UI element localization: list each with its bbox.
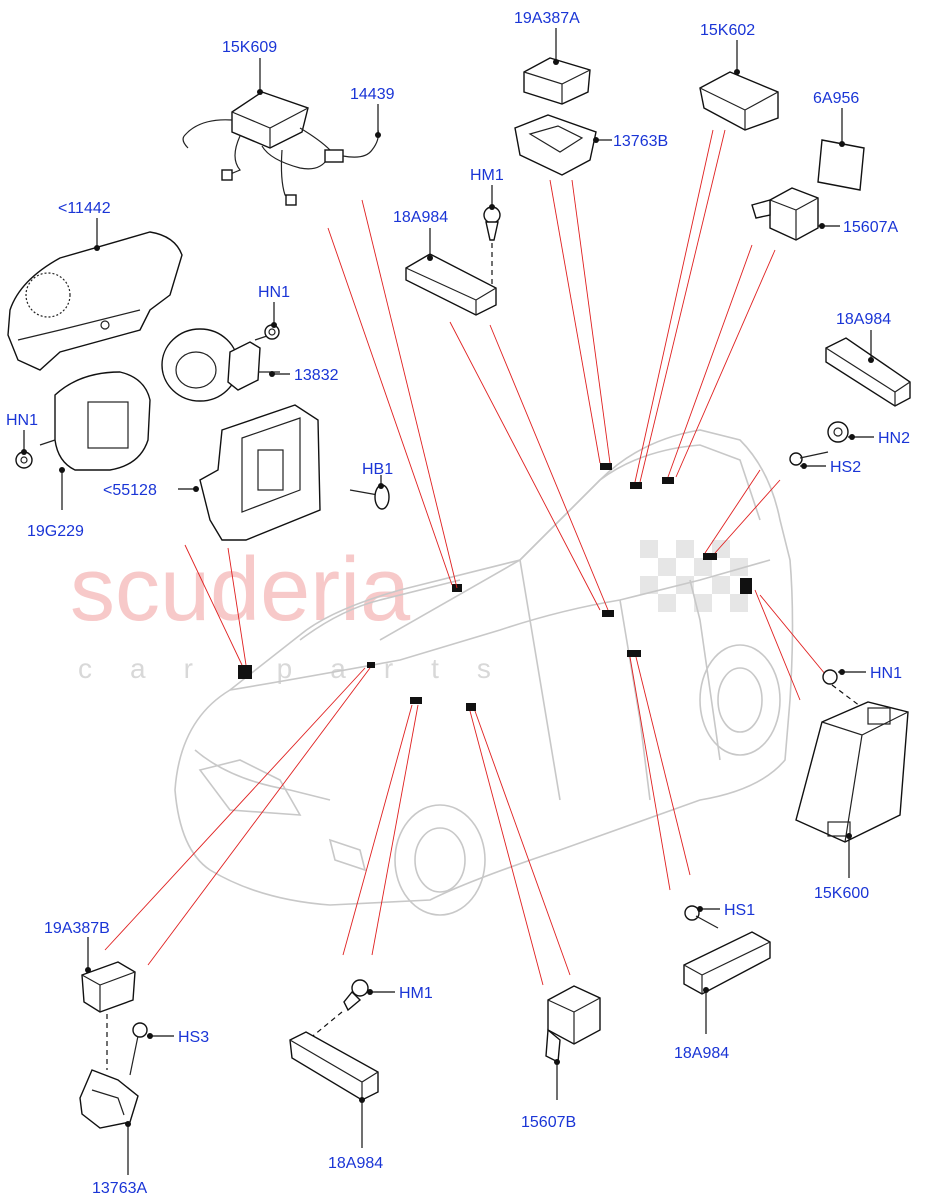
marker-19G229 — [238, 665, 252, 679]
part-15607B — [545, 985, 601, 1064]
marker-15K602 — [662, 477, 674, 484]
part-HS1 — [684, 905, 719, 929]
label-11442: <11442 — [58, 200, 111, 217]
part-18A984-top — [405, 253, 497, 316]
part-15K609 — [182, 91, 379, 206]
vehicle-outline — [174, 429, 794, 916]
label-HN2: HN2 — [878, 430, 910, 447]
label-HS3: HS3 — [178, 1029, 209, 1046]
label-15607B: 15607B — [521, 1114, 576, 1131]
part-6A956 — [817, 139, 865, 191]
part-19A387B — [81, 961, 136, 1070]
watermark-main: scuderia — [70, 540, 411, 640]
label-18A984-top: 18A984 — [393, 209, 448, 226]
label-13832: 13832 — [294, 367, 339, 384]
label-HS2: HS2 — [830, 459, 861, 476]
marker-18A984-d — [703, 553, 717, 560]
part-HN1-top — [264, 324, 280, 340]
part-HS2 — [789, 451, 829, 466]
marker-15607B — [466, 703, 476, 711]
marker-19A387A — [600, 463, 612, 470]
label-HN1-top: HN1 — [258, 284, 290, 301]
label-18A984-right: 18A984 — [836, 311, 891, 328]
watermark-sub: car parts — [78, 653, 529, 684]
marker-13763B — [630, 482, 642, 489]
label-15607A: 15607A — [843, 219, 898, 236]
vehicle-module-markers — [238, 463, 752, 711]
label-HS1: HS1 — [724, 902, 755, 919]
label-13763B: 13763B — [613, 133, 668, 150]
part-55128 — [199, 404, 321, 541]
part-15K600 — [795, 701, 909, 843]
label-14439: 14439 — [350, 86, 395, 103]
label-19A387B: 19A387B — [44, 920, 110, 937]
callout-lines — [104, 129, 831, 986]
part-11442 — [7, 231, 183, 371]
part-HS3 — [129, 1022, 148, 1076]
part-13763A — [79, 1069, 139, 1129]
part-HB1 — [349, 484, 390, 510]
label-18A984-bottom: 18A984 — [328, 1155, 383, 1172]
part-19A387A — [523, 57, 591, 105]
label-HN1-right: HN1 — [870, 665, 902, 682]
label-18A984-br: 18A984 — [674, 1045, 729, 1062]
label-15K600: 15K600 — [814, 885, 869, 902]
part-18A984-bottom — [289, 1031, 379, 1101]
part-18A984-br — [683, 931, 771, 995]
marker-15K600 — [740, 578, 752, 594]
label-15K602: 15K602 — [700, 22, 755, 39]
checker-flag — [640, 540, 748, 612]
part-HM1-bottom — [307, 979, 369, 1041]
marker-18A984-b — [602, 610, 614, 617]
label-6A956: 6A956 — [813, 90, 859, 107]
part-HN2 — [827, 421, 849, 443]
part-13763B — [514, 114, 597, 176]
label-55128: <55128 — [103, 482, 157, 499]
label-15K609: 15K609 — [222, 39, 277, 56]
part-19G229 — [39, 371, 151, 471]
part-HM1-top — [483, 206, 501, 290]
marker-18A984-a — [410, 697, 422, 704]
marker-18A984-c — [627, 650, 641, 657]
label-HM1-top: HM1 — [470, 167, 504, 184]
part-15607A — [751, 187, 819, 241]
label-HN1-left: HN1 — [6, 412, 38, 429]
label-19G229: 19G229 — [27, 523, 84, 540]
label-13763A: 13763A — [92, 1180, 147, 1197]
label-HM1-bottom: HM1 — [399, 985, 433, 1002]
marker-19A387B — [367, 662, 375, 668]
part-13832 — [161, 328, 280, 402]
label-19A387A: 19A387A — [514, 10, 580, 27]
label-HB1: HB1 — [362, 461, 393, 478]
part-15K602 — [699, 71, 779, 131]
part-18A984-right — [825, 337, 911, 407]
watermark: scuderia car parts — [70, 540, 748, 684]
